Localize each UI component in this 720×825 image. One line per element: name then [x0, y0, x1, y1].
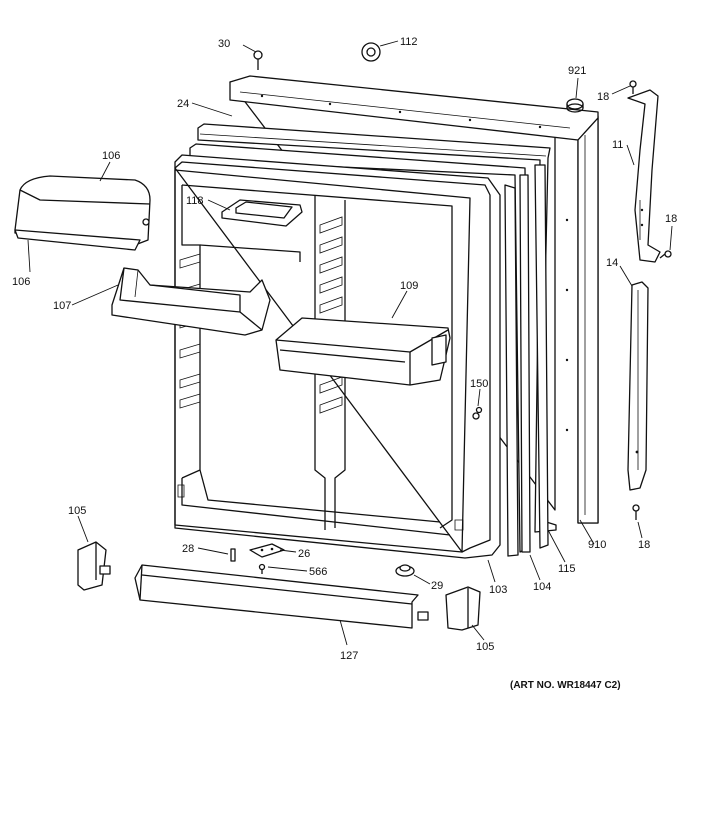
leader-lines [27, 40, 673, 646]
label-28: 28 [182, 543, 194, 555]
label-910: 910 [588, 539, 606, 551]
pin-28 [230, 548, 236, 562]
label-106-top: 106 [102, 150, 120, 162]
bumper-29 [395, 564, 415, 577]
label-30: 30 [218, 38, 230, 50]
door-bin-109 [275, 317, 451, 386]
label-115: 115 [558, 563, 576, 575]
dairy-bin-107 [111, 267, 271, 336]
screw-30 [253, 50, 263, 70]
label-24: 24 [177, 98, 189, 110]
label-103: 103 [489, 584, 507, 596]
bracket-105-left [77, 541, 111, 591]
label-118: 118 [186, 195, 204, 207]
shelf-118 [221, 199, 303, 227]
label-109: 109 [400, 280, 418, 292]
plug-921 [566, 98, 584, 113]
hinge-bar-11 [627, 89, 661, 263]
part-labels: 30 112 921 18 24 11 106 118 18 14 106 10… [12, 36, 677, 691]
dairy-cover-106 [14, 175, 151, 251]
screw-18-mid [659, 250, 672, 259]
label-104: 104 [533, 581, 551, 593]
label-18-bottom: 18 [638, 539, 650, 551]
art-number: (ART NO. WR18447 C2) [510, 680, 621, 691]
label-127: 127 [340, 650, 358, 662]
latch-26 [249, 543, 285, 558]
door-gaskets [189, 123, 557, 557]
screw-18-top [629, 80, 637, 94]
label-29: 29 [431, 580, 443, 592]
label-106-bottom: 106 [12, 276, 30, 288]
label-112: 112 [400, 36, 418, 48]
spring-150 [472, 406, 483, 420]
label-105-left: 105 [68, 505, 86, 517]
bracket-105-right [445, 586, 481, 631]
label-150: 150 [470, 378, 488, 390]
label-11: 11 [612, 139, 623, 151]
label-26: 26 [298, 548, 310, 560]
hinge-plate-14 [627, 281, 649, 491]
screw-566 [258, 563, 266, 574]
label-566: 566 [309, 566, 327, 578]
label-18-mid: 18 [665, 213, 677, 225]
label-105-right: 105 [476, 641, 494, 653]
cap-112 [361, 42, 381, 62]
bottom-trim-127 [134, 564, 429, 629]
label-14: 14 [606, 257, 618, 269]
screw-18-bottom [632, 504, 640, 520]
label-921: 921 [568, 65, 586, 77]
label-18-top: 18 [597, 91, 609, 103]
label-107: 107 [53, 300, 71, 312]
